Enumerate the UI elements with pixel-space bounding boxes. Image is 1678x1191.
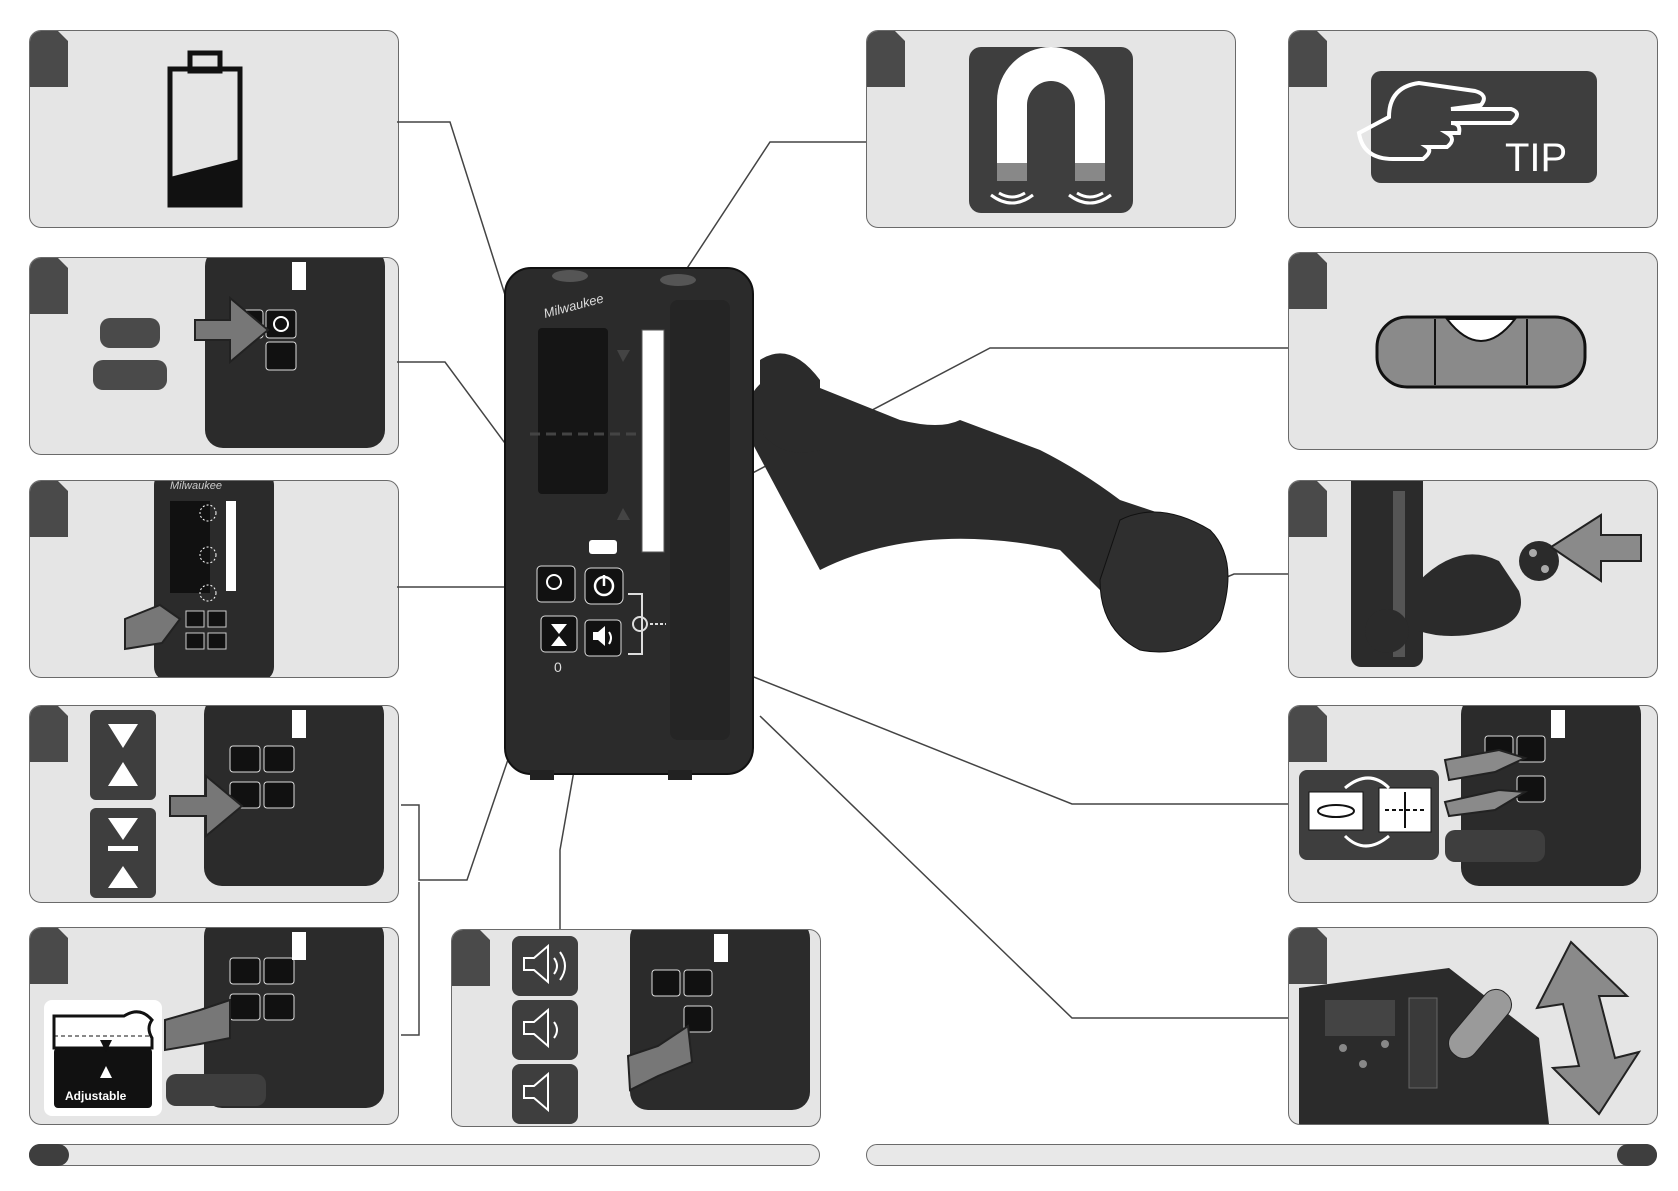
- volume-button: [585, 620, 621, 656]
- power-button: [585, 568, 623, 604]
- backlight-button: [537, 566, 575, 602]
- zero-label: 0: [554, 659, 562, 675]
- receiver-clamp: [740, 353, 1228, 652]
- laser-receiver-body: Milwaukee 0: [505, 268, 753, 780]
